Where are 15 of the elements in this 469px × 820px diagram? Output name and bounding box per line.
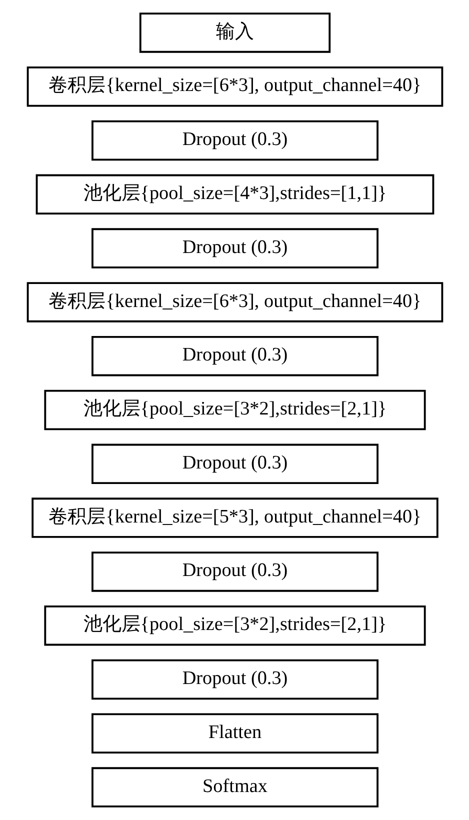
node-box: Dropout (0.3)	[91, 444, 378, 484]
node-box: 卷积层{kernel_size=[6*3], output_channel=40}	[26, 282, 443, 322]
node-box: Dropout (0.3)	[91, 659, 378, 700]
node-box: Dropout (0.3)	[91, 336, 378, 376]
node-box: Dropout (0.3)	[91, 228, 378, 268]
node-box: Dropout (0.3)	[91, 120, 378, 161]
node-box: 池化层{pool_size=[3*2],strides=[2,1]}	[44, 605, 426, 646]
node-box: 输入	[138, 12, 330, 53]
node-box: 池化层{pool_size=[4*3],strides=[1,1]}	[35, 174, 434, 215]
node-box: Flatten	[91, 713, 378, 754]
node-box: Softmax	[91, 767, 378, 808]
node-box: 卷积层{kernel_size=[5*3], output_channel=40}	[31, 498, 438, 538]
node-box: 卷积层{kernel_size=[6*3], output_channel=40}	[26, 66, 443, 107]
node-box: 池化层{pool_size=[3*2],strides=[2,1]}	[44, 390, 426, 430]
node-box: Dropout (0.3)	[91, 552, 378, 592]
